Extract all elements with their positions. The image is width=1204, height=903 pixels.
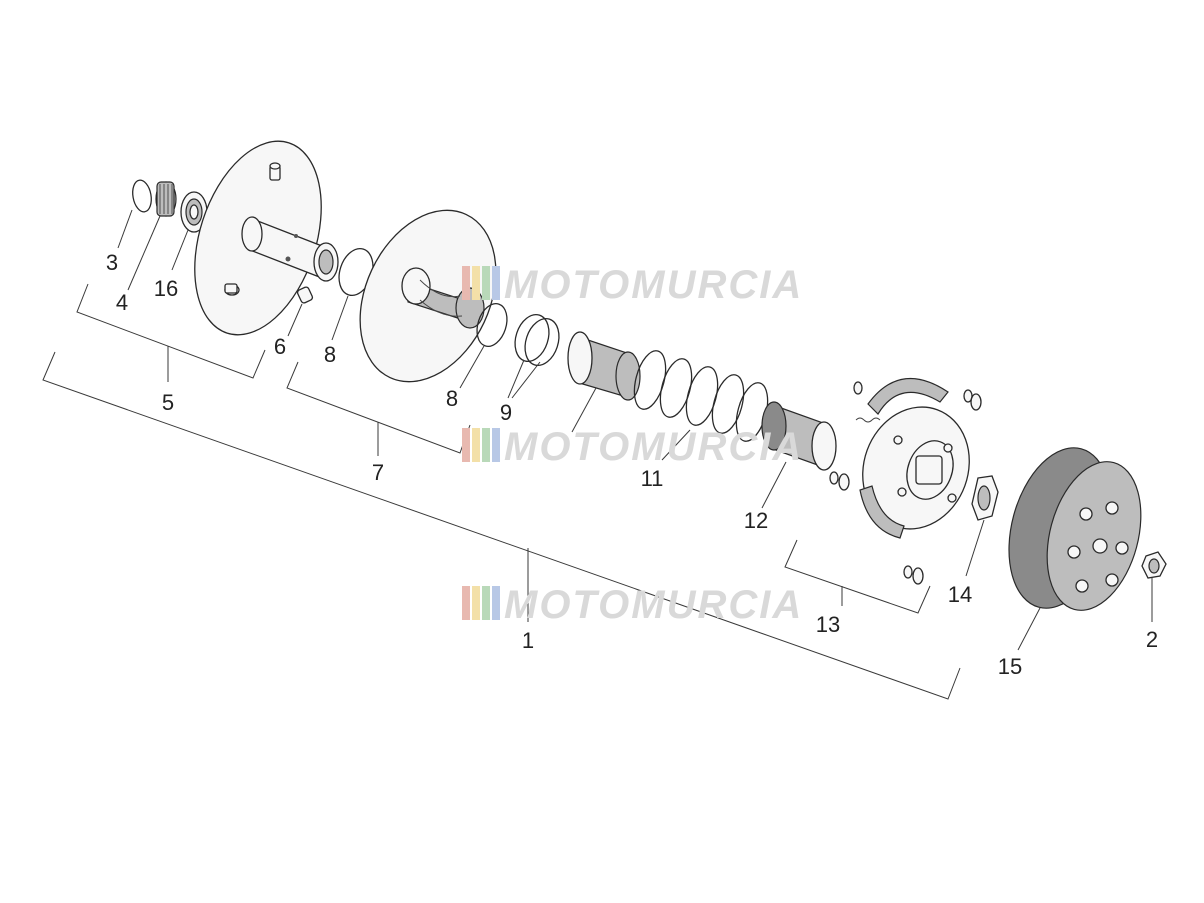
callout-14: 14 xyxy=(948,582,972,607)
callout-5: 5 xyxy=(162,390,174,415)
watermark-bottom: MOTOMURCIA xyxy=(462,583,803,627)
callout-3: 3 xyxy=(106,250,118,275)
callout-15: 15 xyxy=(998,654,1022,679)
callout-6: 6 xyxy=(274,334,286,359)
fixed-pulley-half xyxy=(194,140,339,336)
circlip-part-3 xyxy=(117,179,152,249)
callout-4: 4 xyxy=(116,290,128,315)
callout-2: 2 xyxy=(1146,627,1158,652)
clutch-shoes-part-13 xyxy=(829,378,982,585)
watermark-stripe xyxy=(472,428,480,462)
watermark-stripe xyxy=(492,266,500,300)
watermark-stripe xyxy=(462,266,470,300)
callout-16: 16 xyxy=(154,276,178,301)
clutch-bell-part-15 xyxy=(1008,447,1142,651)
watermark-text: MOTOMURCIA xyxy=(504,425,803,469)
callout-13: 13 xyxy=(816,612,840,637)
spring-part-11 xyxy=(633,350,769,461)
seal-rings-part-9 xyxy=(507,313,560,399)
watermark-stripe xyxy=(472,266,480,300)
watermark-stripe xyxy=(482,586,490,620)
guide-bushing xyxy=(567,331,641,433)
watermark-stripe xyxy=(462,586,470,620)
slider-pin-part-6 xyxy=(287,286,314,337)
callout-11: 11 xyxy=(641,466,664,491)
watermark-text: MOTOMURCIA xyxy=(504,263,803,307)
watermark-stripe xyxy=(472,586,480,620)
watermark-top: MOTOMURCIA xyxy=(462,263,803,307)
bracket-1 xyxy=(42,351,961,700)
watermark-stripe xyxy=(492,586,500,620)
callout-8-left: 8 xyxy=(324,342,336,367)
bracket-5 xyxy=(76,283,266,382)
bracket-7 xyxy=(286,361,471,456)
sleeve-part-12 xyxy=(761,401,837,509)
watermark-stripe xyxy=(492,428,500,462)
watermark-middle: MOTOMURCIA xyxy=(462,425,803,469)
needle-bearing-part-4 xyxy=(127,181,177,291)
nut-part-2 xyxy=(1141,551,1167,622)
watermark-stripe xyxy=(482,428,490,462)
o-ring-part-8-right xyxy=(459,302,508,389)
callout-9: 9 xyxy=(500,400,512,425)
watermark-stripe xyxy=(482,266,490,300)
watermark-stripe xyxy=(462,428,470,462)
watermark-text: MOTOMURCIA xyxy=(504,583,803,627)
hex-nut-part-14 xyxy=(965,475,999,577)
callout-8-right: 8 xyxy=(446,386,458,411)
movable-pulley-half xyxy=(359,209,497,383)
callout-12: 12 xyxy=(744,508,768,533)
callout-1: 1 xyxy=(522,628,534,653)
bracket-13 xyxy=(784,539,931,614)
callout-7: 7 xyxy=(372,460,384,485)
